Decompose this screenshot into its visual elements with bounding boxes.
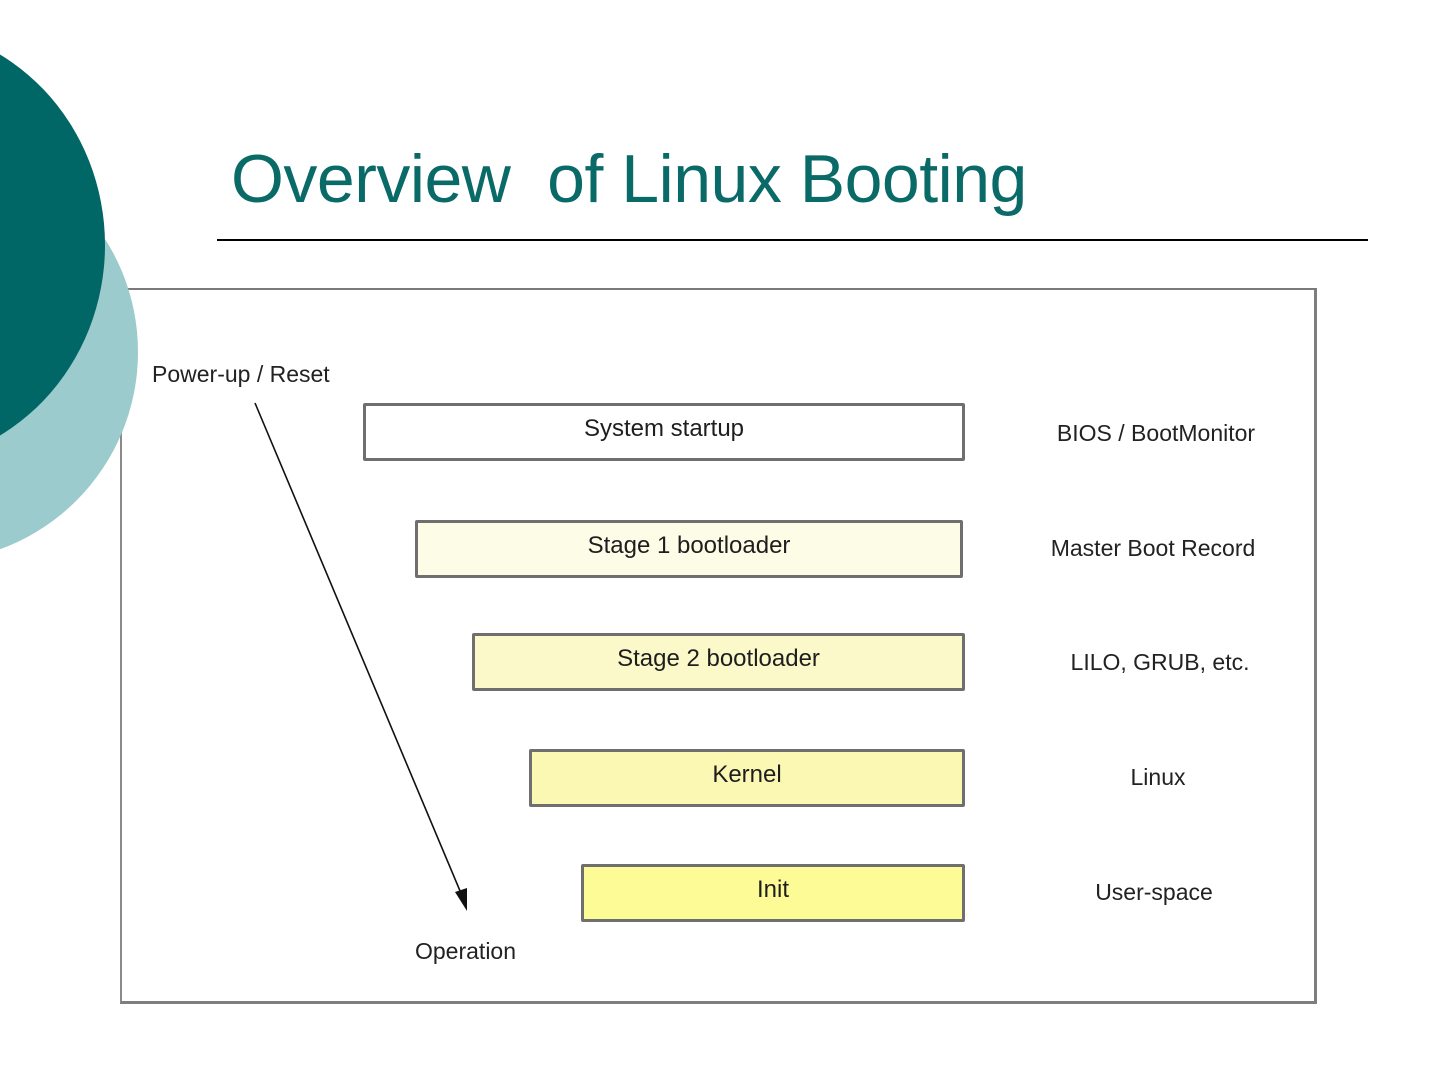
stage-2-bootloader: Stage 2 bootloader <box>472 633 965 691</box>
stage-init: Init <box>581 864 965 922</box>
stage-1-bootloader: Stage 1 bootloader <box>415 520 963 578</box>
desc-bios: BIOS / BootMonitor <box>1056 420 1256 446</box>
stage-kernel: Kernel <box>529 749 965 807</box>
stage-label: Kernel <box>712 761 782 788</box>
desc-mbr: Master Boot Record <box>1050 535 1256 561</box>
stage-label: System startup <box>583 415 745 442</box>
stage-label: Stage 2 bootloader <box>617 645 820 672</box>
desc-user-space: User-space <box>1095 879 1213 905</box>
desc-linux: Linux <box>1130 764 1186 790</box>
desc-lilo-grub: LILO, GRUB, etc. <box>1070 649 1250 675</box>
stage-system-startup: System startup <box>363 403 965 461</box>
stage-label: Stage 1 bootloader <box>587 532 791 559</box>
operation-label: Operation <box>415 938 517 964</box>
title-divider <box>217 239 1368 241</box>
stage-label: Init <box>756 876 789 903</box>
slide-title: Overview of Linux Booting <box>231 141 1027 217</box>
power-up-label: Power-up / Reset <box>152 361 330 387</box>
